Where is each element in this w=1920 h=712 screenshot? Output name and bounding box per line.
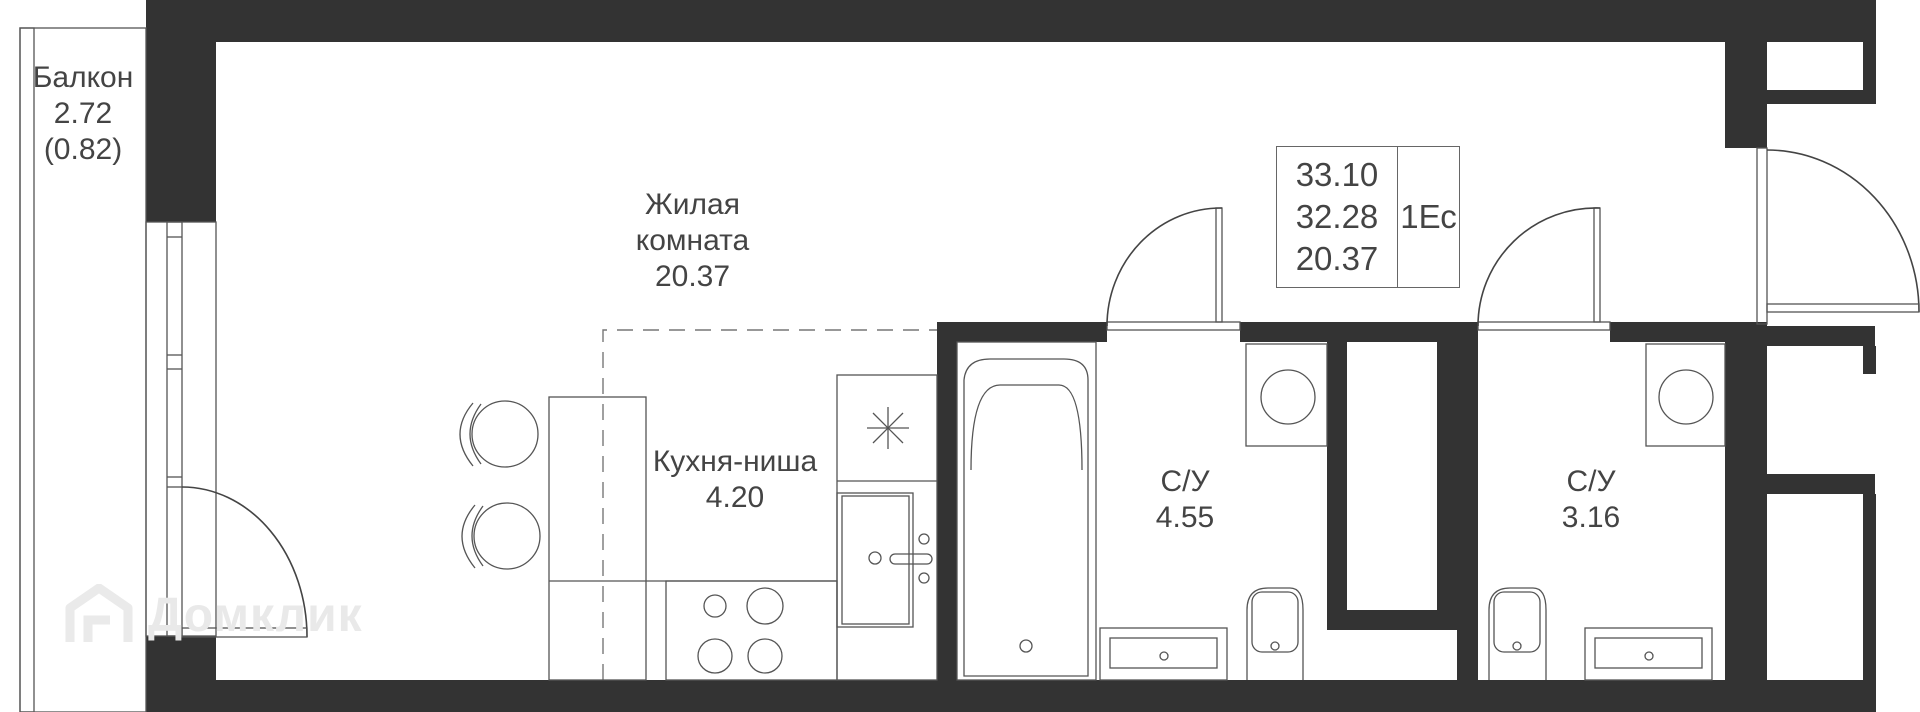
- watermark-text: Домклик: [148, 588, 363, 642]
- balcony-area: 2.72: [53, 97, 113, 130]
- living-room-name-1: Жилая: [645, 188, 740, 221]
- balcony-door-swing: [181, 486, 308, 638]
- living-area: 20.37: [1295, 240, 1379, 277]
- kitchen-area: 4.20: [705, 481, 765, 514]
- kitchen-name: Кухня-ниша: [652, 445, 818, 478]
- bathroom2-label: С/У 3.16: [1536, 464, 1646, 536]
- area-without-balcony: 32.28: [1295, 198, 1379, 235]
- house-logo-icon: [65, 584, 133, 642]
- living-room-label: Жилая комната 20.37: [600, 187, 785, 295]
- kitchen-zone-boundary: [602, 329, 937, 680]
- area-summary-values: 33.10 32.28 20.37: [1277, 147, 1398, 287]
- balcony-window: [145, 221, 217, 637]
- kitchen-furniture: [548, 374, 938, 681]
- domclick-watermark: Домклик: [64, 584, 363, 646]
- apartment-type: 1Ес: [1400, 198, 1457, 235]
- bathroom1-name: С/У: [1160, 465, 1210, 498]
- balcony-name: Балкон: [32, 61, 134, 94]
- bathroom1-label: С/У 4.55: [1130, 464, 1240, 536]
- total-area: 33.10: [1295, 156, 1379, 193]
- walls: [19, 0, 1876, 712]
- bathroom2-area: 3.16: [1561, 501, 1621, 534]
- dining-chairs: [459, 400, 541, 570]
- living-room-area: 20.37: [654, 260, 731, 293]
- bathroom1-door: [1106, 207, 1241, 331]
- entrance-door: [1756, 147, 1920, 325]
- balcony-reduced-area: (0.82): [43, 133, 123, 166]
- bathroom2-name: С/У: [1566, 465, 1616, 498]
- living-room-name-2: комната: [635, 224, 750, 257]
- area-summary-box: 33.10 32.28 20.37 1Ес: [1276, 146, 1460, 288]
- bathroom1-area: 4.55: [1155, 501, 1215, 534]
- bathroom2-door: [1477, 207, 1611, 331]
- kitchen-label: Кухня-ниша 4.20: [640, 444, 830, 516]
- balcony-label: Балкон 2.72 (0.82): [24, 60, 142, 168]
- bathroom1-fixtures: [956, 341, 1328, 681]
- bathroom2-fixtures: [1488, 343, 1726, 681]
